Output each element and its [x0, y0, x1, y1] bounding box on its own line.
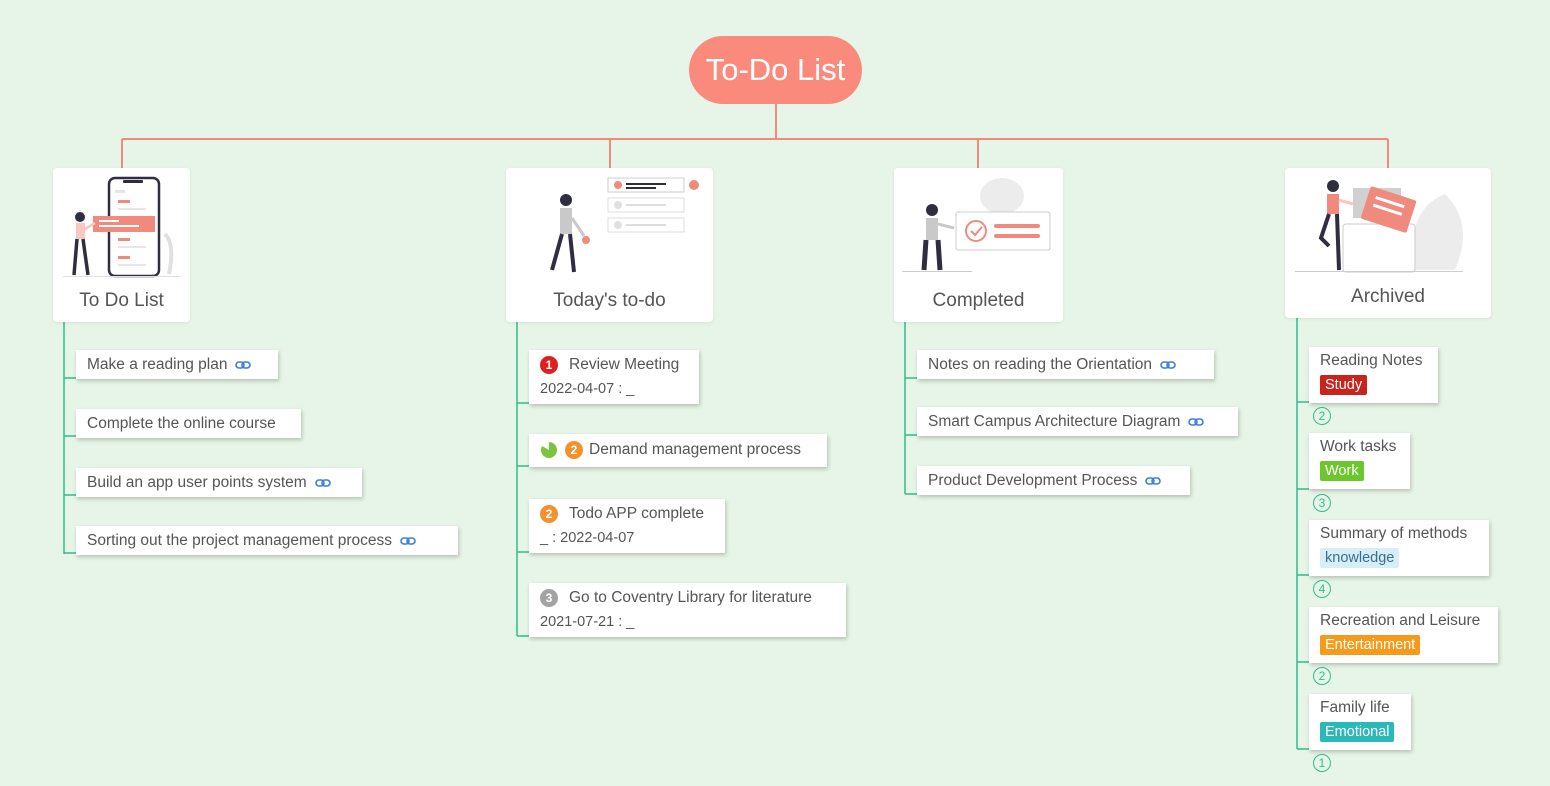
link-icon[interactable] — [314, 478, 331, 488]
item-text: Summary of methods — [1320, 525, 1468, 542]
item-text: Go to Coventry Library for literature — [569, 589, 812, 606]
link-icon[interactable] — [1145, 476, 1162, 486]
item-text: Complete the online course — [87, 415, 276, 432]
category-today[interactable]: Today's to-do — [506, 168, 713, 322]
list-item[interactable]: Smart Campus Architecture Diagram — [917, 407, 1238, 436]
list-item[interactable]: 2 Todo APP complete _ : 2022-04-07 — [529, 499, 725, 553]
category-archived[interactable]: Archived — [1285, 168, 1491, 318]
pie-icon — [541, 441, 557, 458]
item-text: Reading Notes — [1320, 352, 1423, 369]
item-text: Family life — [1320, 699, 1390, 716]
list-item[interactable]: Summary of methods knowledge — [1309, 520, 1489, 576]
link-icon[interactable] — [1188, 417, 1205, 427]
checklist-illustration — [550, 177, 699, 273]
tag-knowledge[interactable]: knowledge — [1320, 548, 1400, 568]
item-text: Work tasks — [1320, 438, 1397, 455]
item-text: Notes on reading the Orientation — [928, 356, 1153, 373]
list-item[interactable]: Build an app user points system — [76, 468, 362, 497]
list-item[interactable]: Sorting out the project management proce… — [76, 526, 458, 555]
list-item[interactable]: 3 Go to Coventry Library for literature … — [529, 583, 846, 637]
list-item[interactable]: Recreation and Leisure Entertainment — [1309, 607, 1498, 663]
priority-1-icon: 1 — [540, 356, 558, 374]
count-badge: 4 — [1313, 580, 1331, 598]
item-text: Recreation and Leisure — [1320, 612, 1481, 629]
category-label: To Do List — [79, 290, 164, 311]
item-text: Build an app user points system — [87, 474, 307, 491]
count-badge: 3 — [1313, 494, 1331, 512]
list-item[interactable]: Product Development Process — [917, 466, 1190, 495]
list-item[interactable]: Make a reading plan — [76, 350, 278, 379]
category-completed[interactable]: Completed — [894, 168, 1063, 322]
link-icon[interactable] — [235, 360, 252, 370]
list-item[interactable]: Family life Emotional — [1309, 694, 1411, 750]
item-date: 2021-07-21 : _ — [540, 614, 635, 630]
tag-study[interactable]: Study — [1320, 375, 1368, 395]
count-badge: 1 — [1313, 754, 1331, 772]
list-item[interactable]: Notes on reading the Orientation — [917, 350, 1214, 379]
item-date: _ : 2022-04-07 — [540, 530, 635, 546]
count-badge: 2 — [1313, 407, 1331, 425]
priority-2-icon: 2 — [540, 505, 558, 523]
count-badge: 2 — [1313, 667, 1331, 685]
completed-illustration — [902, 178, 1051, 272]
tag-emotional[interactable]: Emotional — [1320, 722, 1395, 742]
priority-2-icon: 2 — [565, 441, 583, 459]
item-text: Review Meeting — [569, 356, 680, 373]
list-item[interactable]: Reading Notes Study — [1309, 347, 1438, 403]
item-date: 2022-04-07 : _ — [540, 381, 635, 397]
item-text: Product Development Process — [928, 472, 1138, 489]
tag-entertainment[interactable]: Entertainment — [1320, 635, 1421, 655]
list-item[interactable]: Complete the online course — [76, 409, 301, 438]
item-text: Make a reading plan — [87, 356, 228, 373]
category-todo[interactable]: To Do List — [53, 168, 190, 322]
category-label: Archived — [1351, 286, 1425, 307]
phone-illustration — [63, 176, 181, 278]
root-topic[interactable]: To-Do List — [689, 36, 862, 104]
tag-work[interactable]: Work — [1320, 461, 1364, 481]
list-item[interactable]: 1 Review Meeting 2022-04-07 : _ — [529, 350, 699, 404]
list-item[interactable]: 2 Demand management process — [529, 434, 827, 467]
category-label: Today's to-do — [553, 290, 666, 311]
item-text: Demand management process — [589, 441, 801, 458]
list-item[interactable]: Work tasks Work — [1309, 433, 1410, 489]
link-icon[interactable] — [400, 536, 416, 546]
archive-illustration — [1295, 180, 1463, 273]
item-text: Todo APP complete — [569, 505, 704, 522]
item-text: Sorting out the project management proce… — [87, 532, 393, 549]
priority-3-icon: 3 — [540, 589, 558, 607]
link-icon[interactable] — [1160, 360, 1176, 370]
category-label: Completed — [932, 290, 1025, 311]
item-text: Smart Campus Architecture Diagram — [928, 413, 1181, 430]
